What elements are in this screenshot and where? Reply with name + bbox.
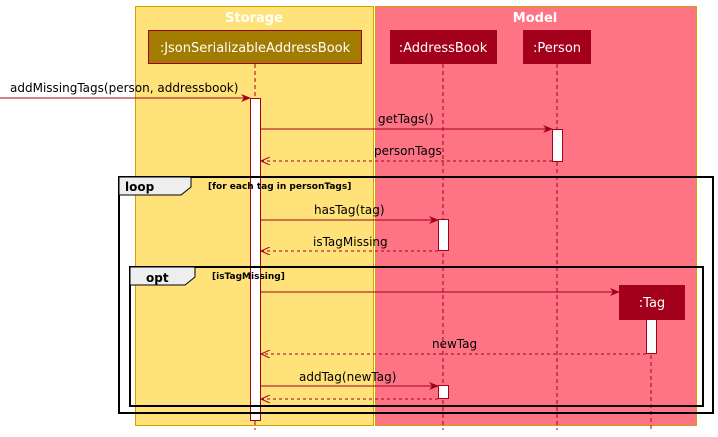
participant-json-serializable-label: :JsonSerializableAddressBook [160, 41, 351, 56]
loop-frame-keyword: loop [125, 180, 155, 194]
opt-frame-guard: [isTagMissing] [212, 272, 285, 282]
message-add-missing-tags-label: addMissingTags(person, addressbook) [10, 81, 238, 95]
participant-tag-label: :Tag [639, 296, 665, 311]
model-box-bg [375, 6, 697, 426]
activations [250, 98, 657, 421]
opt-frame-tab [129, 266, 196, 286]
message-person-tags-label: personTags [374, 144, 442, 158]
activation-json-serializable [250, 98, 261, 421]
message-person-tags: personTags [261, 144, 552, 161]
activation-address-book-add-tag [438, 385, 449, 399]
message-is-tag-missing: isTagMissing [261, 235, 438, 251]
participant-tag[interactable]: :Tag [619, 285, 685, 320]
participant-person[interactable]: :Person [523, 30, 591, 64]
model-box-title: Model [513, 11, 557, 26]
participant-json-serializable[interactable]: :JsonSerializableAddressBook [148, 30, 362, 64]
message-has-tag-label: hasTag(tag) [314, 203, 385, 217]
message-get-tags-label: getTags() [378, 112, 434, 126]
activation-address-book-has-tag [438, 219, 449, 251]
model-box: Model [375, 6, 697, 426]
loop-frame-border [118, 176, 714, 414]
message-new-tag-label: newTag [432, 337, 477, 351]
participant-tag-box [619, 285, 685, 320]
activation-tag [646, 319, 657, 354]
participant-person-box [523, 30, 591, 64]
message-add-tag-label: addTag(newTag) [299, 370, 396, 384]
message-has-tag: hasTag(tag) [261, 203, 439, 224]
message-new-tag: newTag [261, 337, 646, 354]
participant-address-book[interactable]: :AddressBook [390, 30, 497, 64]
loop-frame: loop [for each tag in personTags] [118, 176, 714, 414]
loop-frame-tab [118, 176, 192, 196]
loop-frame-guard: [for each tag in personTags] [208, 182, 351, 192]
storage-box-title: Storage [225, 11, 283, 26]
participant-address-book-box [390, 30, 497, 64]
participant-person-label: :Person [533, 41, 581, 56]
participant-json-serializable-box [148, 30, 362, 64]
opt-frame: opt [isTagMissing] [129, 266, 704, 407]
opt-frame-keyword: opt [146, 271, 169, 285]
message-is-tag-missing-label: isTagMissing [313, 235, 388, 249]
message-get-tags: getTags() [261, 112, 553, 133]
message-add-missing-tags: addMissingTags(person, addressbook) [0, 81, 251, 102]
message-add-tag: addTag(newTag) [261, 370, 439, 390]
opt-frame-border [129, 266, 704, 407]
activation-person [552, 129, 563, 162]
participant-address-book-label: :AddressBook [399, 41, 488, 56]
